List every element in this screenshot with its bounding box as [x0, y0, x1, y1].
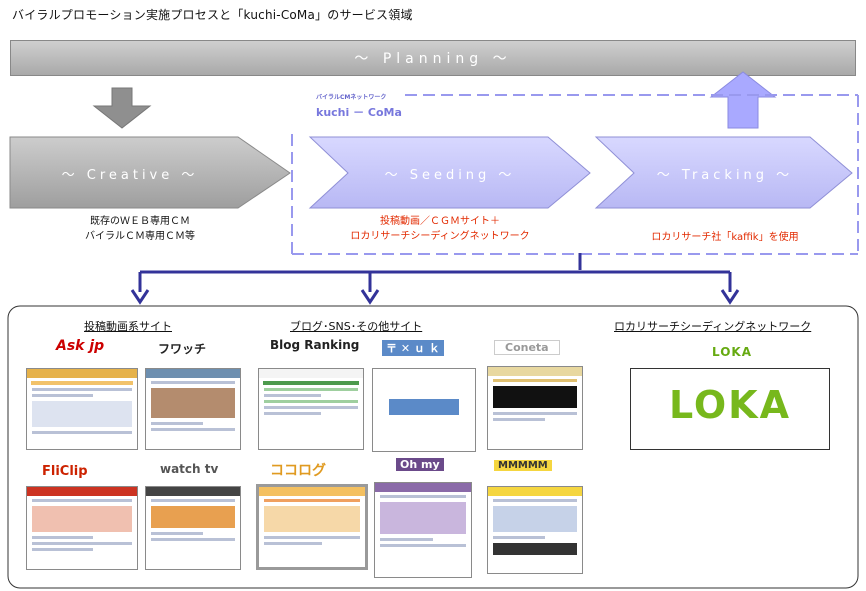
planning-stage: ～ Planning ～: [10, 40, 856, 76]
ohmy-logo: Oh my: [396, 458, 444, 471]
service-area-border: [291, 94, 859, 255]
fliclip-logo: FliClip: [42, 464, 88, 479]
watchtv-site-thumbnail: [145, 486, 241, 570]
tracking-chevron: [594, 136, 853, 209]
seeding-chevron: [308, 136, 591, 209]
service-area-subtitle: バイラルCMネットワーク: [316, 94, 387, 101]
connector-arrow-video: [130, 289, 150, 305]
tracking-to-planning-arrow: [709, 71, 777, 129]
coneta-site-thumbnail: [487, 366, 583, 450]
yellow-site-thumbnail: [487, 486, 583, 574]
loka-small-logo: LOKA: [712, 345, 753, 359]
page-title: バイラルプロモーション実施プロセスと「kuchi-CoMa」のサービス領域: [12, 8, 413, 22]
connector-lines: [138, 253, 732, 292]
fuwafuwa-site-thumbnail: [145, 368, 241, 450]
category-network: ロカリサーチシーディングネットワーク: [614, 320, 812, 333]
creative-caption: 既存のＷＥＢ専用ＣＭ バイラルＣＭ専用ＣＭ等: [40, 214, 240, 244]
ohmy-site-thumbnail: [374, 482, 472, 578]
service-area-name: kuchi － CoMa: [316, 106, 402, 119]
coneta-logo: Coneta: [494, 340, 560, 355]
fliclip-site-thumbnail: [26, 486, 138, 570]
fuwafuwa-logo: フワッチ: [158, 342, 207, 356]
seeding-label: ～ Seeding ～: [384, 168, 516, 183]
seeding-caption: 投稿動画／ＣＧＭサイト＋ ロカリサーチシーディングネットワーク: [330, 214, 550, 244]
seeding-caption-line: 投稿動画／ＣＧＭサイト＋: [380, 216, 500, 227]
ask-logo: Ask jp: [56, 338, 105, 354]
loka-big-logo: LOKA: [668, 383, 792, 427]
yellow-site-logo: MMMMM: [494, 460, 552, 471]
ask-site-thumbnail: [26, 368, 138, 450]
creative-caption-line: 既存のＷＥＢ専用ＣＭ: [90, 216, 190, 227]
seeding-caption-line: ロカリサーチシーディングネットワーク: [350, 231, 530, 242]
sites-container: [7, 305, 859, 589]
category-blog-sites: ブログ･SNS･その他サイト: [290, 320, 423, 333]
watchtv-logo: watch tv: [160, 462, 219, 476]
tracking-caption-line: ロカリサーチ社「kaffik」を使用: [651, 232, 799, 243]
cocolog-site-thumbnail: [256, 484, 368, 570]
loka-site-thumbnail: LOKA: [630, 368, 830, 450]
yuubin-logo: 〒 ✕ ｕ ｋ: [382, 340, 444, 356]
creative-label: ～ Creative ～: [61, 168, 199, 183]
connector-arrow-network: [720, 289, 740, 305]
creative-chevron: [9, 136, 291, 209]
planning-to-creative-arrow: [92, 87, 152, 129]
cocolog-logo: ココログ: [270, 463, 326, 479]
connector-arrow-blog: [360, 289, 380, 305]
blog-ranking-logo: Blog Ranking: [270, 338, 360, 352]
tracking-label: ～ Tracking ～: [656, 168, 794, 183]
category-video-sites: 投稿動画系サイト: [84, 320, 172, 333]
blog-ranking-site-thumbnail: [258, 368, 364, 450]
yuubin-site-thumbnail: [372, 368, 476, 452]
creative-caption-line: バイラルＣＭ専用ＣＭ等: [85, 231, 195, 242]
tracking-caption: ロカリサーチ社「kaffik」を使用: [620, 230, 830, 245]
